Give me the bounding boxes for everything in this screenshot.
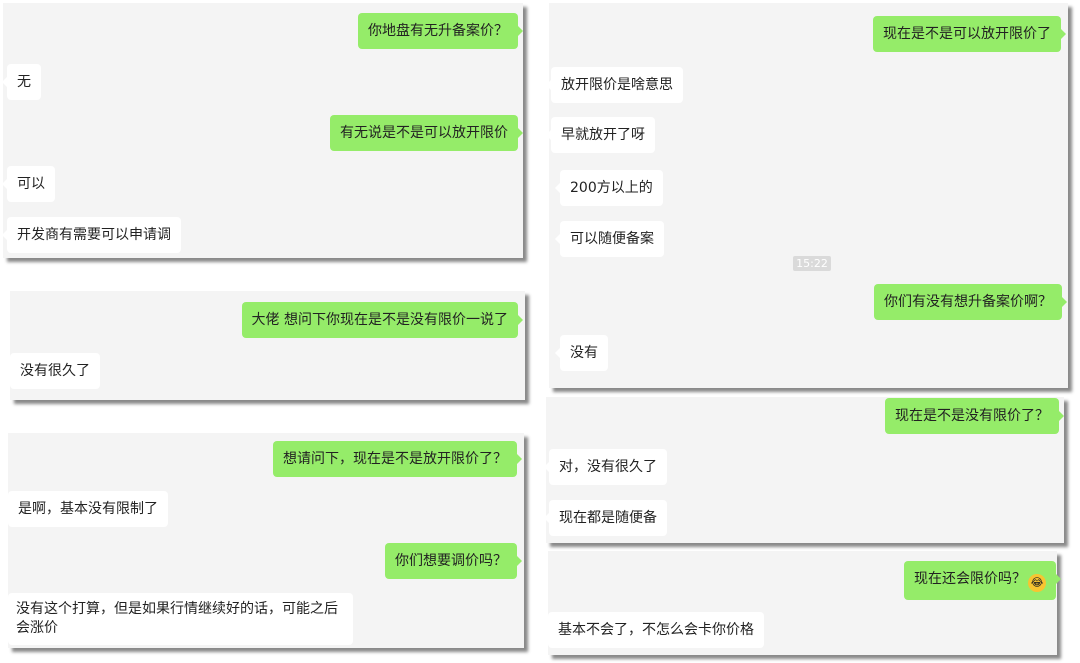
sent-message: 你地盘有无升备案价？	[358, 13, 523, 49]
sent-message: 你们想要调价吗？	[385, 543, 522, 579]
timestamp: 15:22	[793, 256, 831, 271]
sent-message: 有无说是不是可以放开限价	[330, 115, 523, 151]
received-message: 是啊，基本没有限制了	[3, 491, 168, 527]
sent-message: 现在是不是可以放开限价了	[873, 16, 1066, 52]
received-message: 开发商有需要可以申请调	[2, 217, 181, 253]
sent-message: 你们有没有想升备案价啊？	[874, 284, 1067, 320]
received-message: 可以随便备案	[555, 221, 664, 257]
received-message: 基本不会了，不怎么会卡你价格	[543, 612, 764, 648]
sent-message: 大佬 想问下你现在是不是没有限价一说了	[241, 302, 524, 338]
received-message: 早就放开了呀	[546, 117, 655, 153]
sent-message: 现在是不是没有限价了？	[885, 398, 1064, 434]
message-text: 现在还会限价吗？	[914, 571, 1026, 587]
received-message: 可以	[2, 166, 55, 202]
received-message: 对，没有很久了	[544, 449, 667, 485]
received-message: 没有	[555, 335, 608, 371]
received-message: 没有这个打算，但是如果行情继续好的话，可能之后会涨价	[3, 593, 353, 645]
received-message: 没有很久了	[5, 353, 100, 389]
sent-message: 现在还会限价吗？😂	[904, 561, 1061, 600]
received-message: 现在都是随便备	[544, 500, 667, 536]
sent-message: 想请问下，现在是不是放开限价了？	[273, 441, 522, 477]
received-message: 放开限价是啥意思	[546, 67, 683, 103]
received-message: 200方以上的	[555, 170, 663, 206]
laughing-tears-emoji-icon: 😂	[1028, 574, 1046, 592]
received-message: 无	[2, 64, 41, 100]
